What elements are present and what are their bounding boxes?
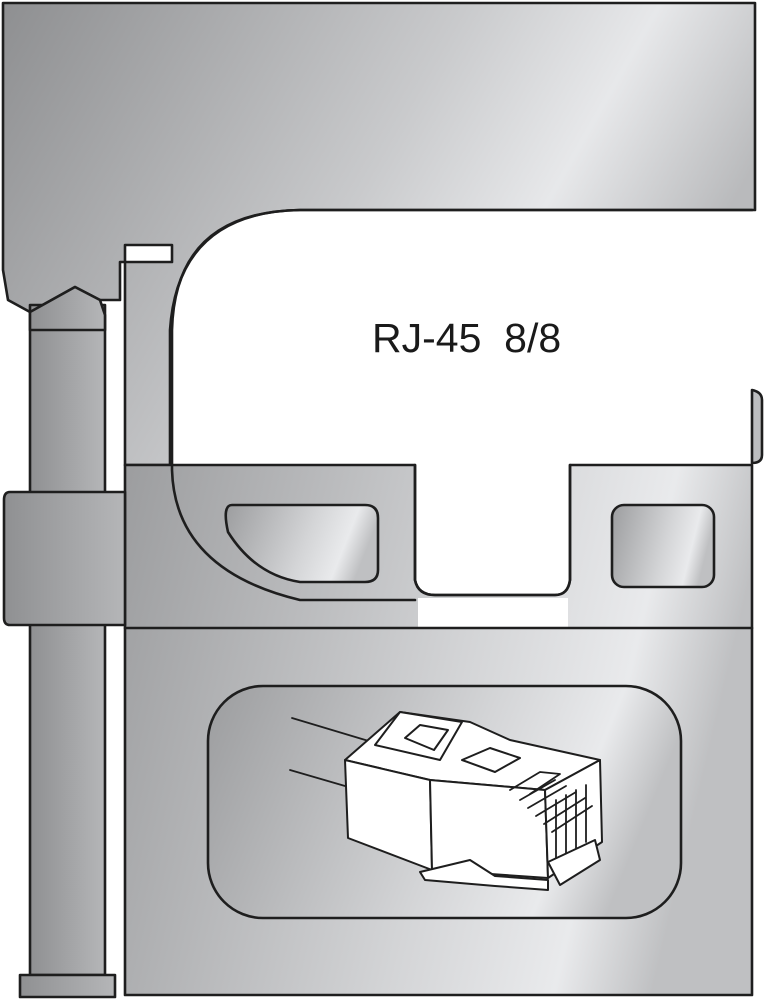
die-slot-edge (413, 463, 572, 597)
right-edge-tab (750, 388, 764, 465)
die-size-label: RJ-45 8/8 (372, 315, 561, 361)
right-window (610, 503, 716, 589)
die-side-tab (2, 490, 127, 627)
guide-bar-foot (18, 973, 117, 999)
guide-bar-notch (28, 285, 107, 332)
upper-die-block (1, 1, 757, 467)
guide-bar (28, 303, 107, 977)
rj45-connector-icon (289, 711, 603, 891)
left-window (224, 503, 380, 584)
die-slot (418, 598, 568, 628)
crimp-cavity-outline (170, 208, 754, 602)
